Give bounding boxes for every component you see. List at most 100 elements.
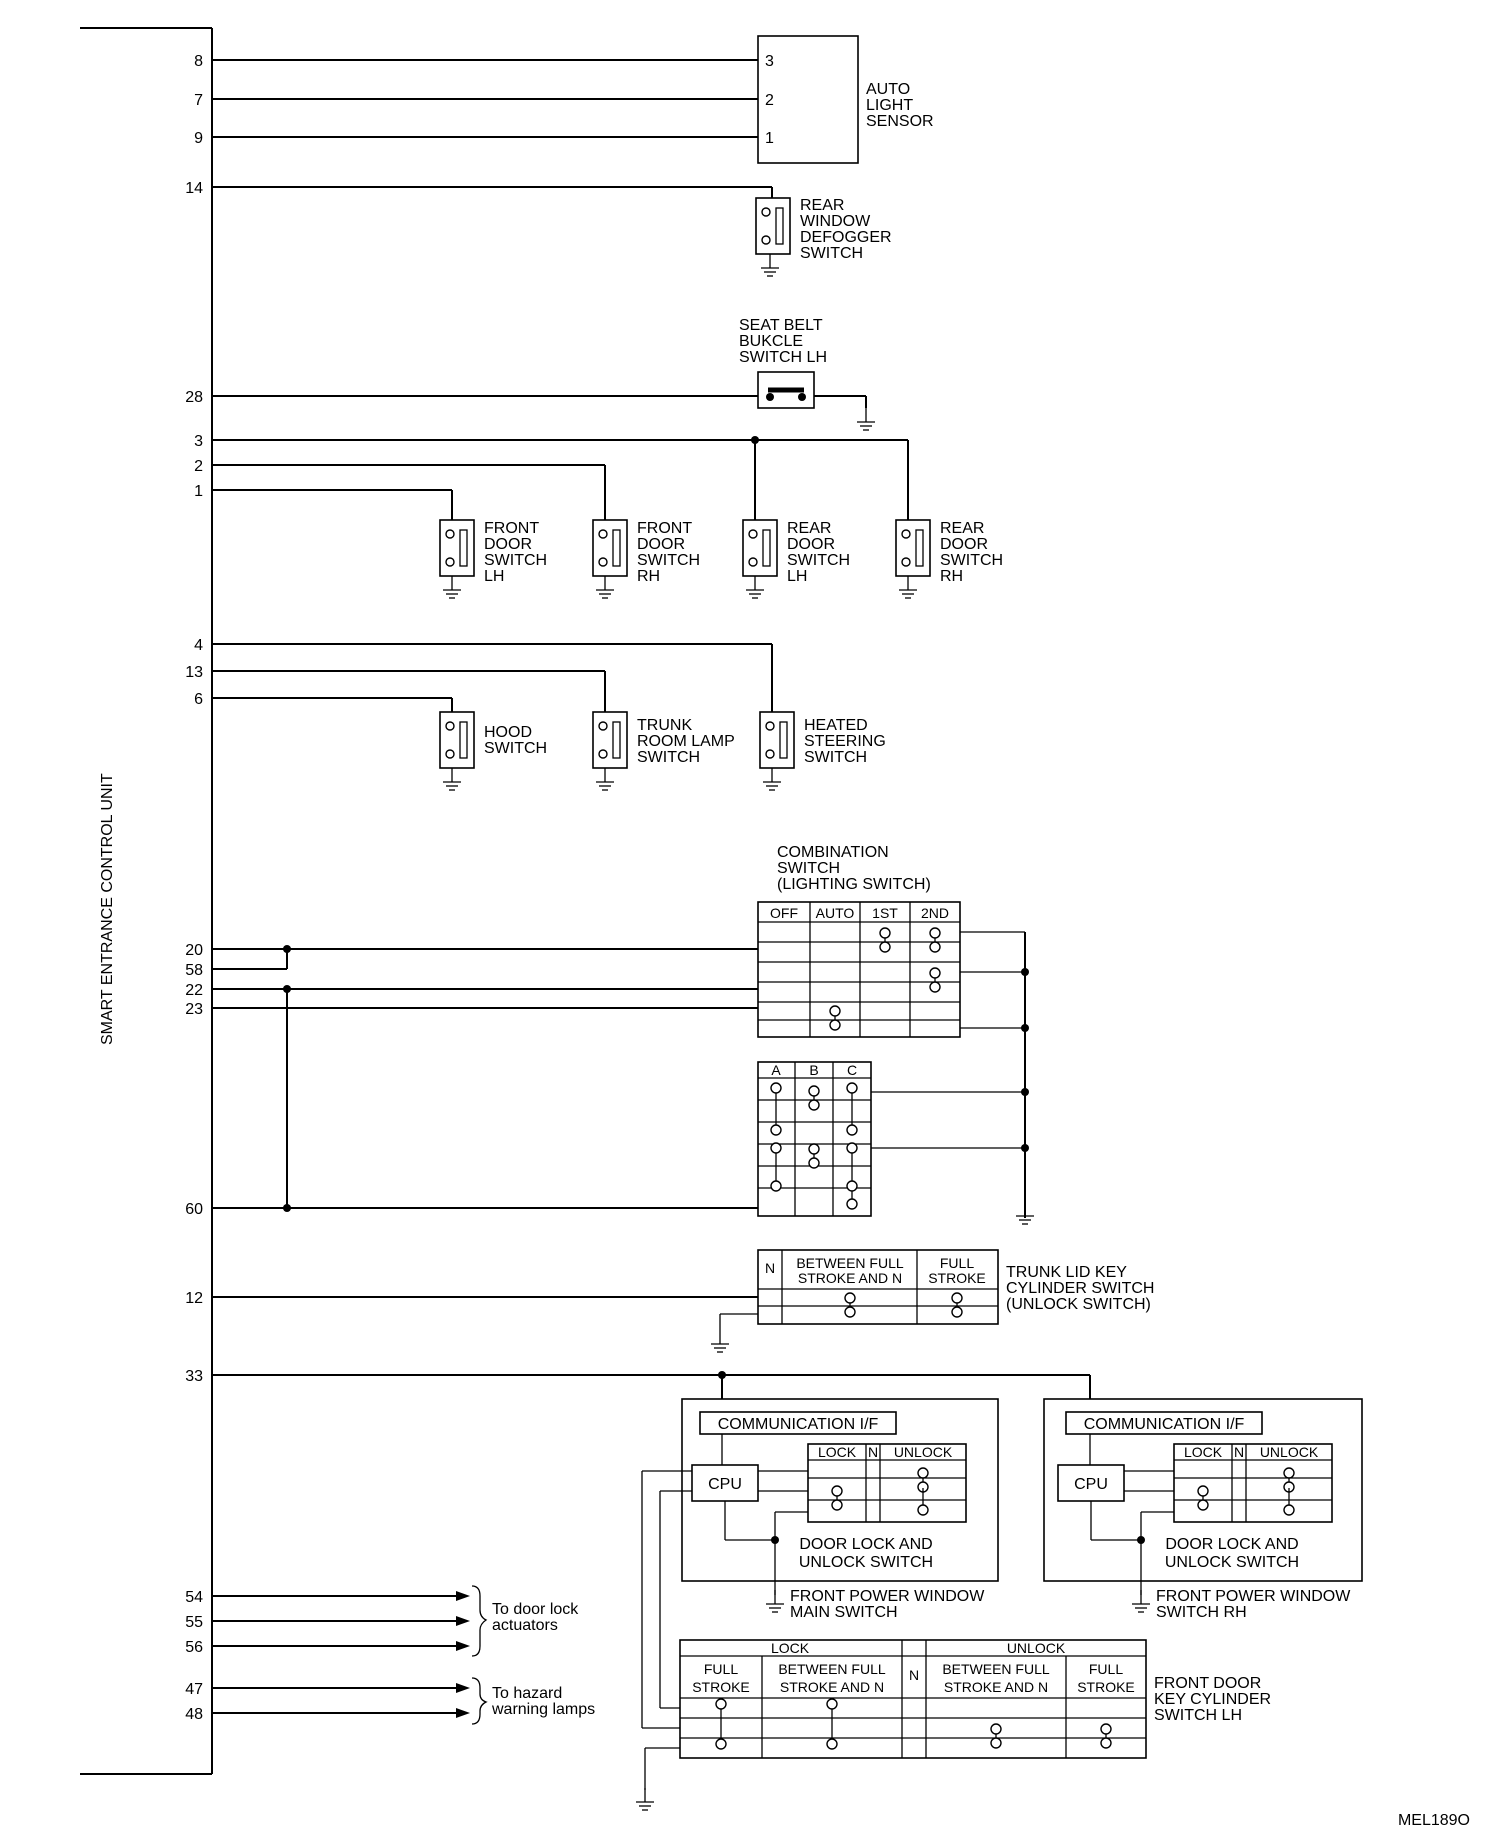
- svg-text:FRONT: FRONT: [484, 520, 539, 537]
- svg-text:STROKE AND N: STROKE AND N: [780, 1679, 884, 1695]
- pin-14: 14: [185, 180, 203, 197]
- svg-text:OFF: OFF: [770, 905, 798, 921]
- svg-text:FULL: FULL: [940, 1255, 974, 1271]
- svg-text:warning lamps: warning lamps: [491, 1701, 595, 1718]
- pin-33: 33: [185, 1368, 203, 1385]
- svg-text:BETWEEN FULL: BETWEEN FULL: [796, 1255, 904, 1271]
- trunk-key-cylinder-switch: N BETWEEN FULL STROKE AND N FULL STROKE …: [212, 1249, 1154, 1353]
- svg-text:DOOR LOCK AND: DOOR LOCK AND: [1165, 1536, 1298, 1553]
- svg-text:SWITCH: SWITCH: [800, 245, 863, 262]
- svg-text:LOCK: LOCK: [771, 1640, 810, 1656]
- svg-text:LIGHT: LIGHT: [866, 97, 913, 114]
- svg-text:UNLOCK SWITCH: UNLOCK SWITCH: [799, 1554, 933, 1571]
- pin-labels: 8 7 9 14 28 3 2 1 4 13 6 20 58 22 23 60 …: [185, 53, 203, 1723]
- svg-text:SWITCH LH: SWITCH LH: [739, 349, 827, 366]
- control-unit-title: SMART ENTRANCE CONTROL UNIT: [99, 773, 116, 1045]
- svg-text:STEERING: STEERING: [804, 733, 886, 750]
- svg-text:DOOR: DOOR: [787, 536, 835, 553]
- svg-text:2: 2: [765, 92, 774, 109]
- svg-text:HOOD: HOOD: [484, 724, 532, 741]
- pin-9: 9: [194, 130, 203, 147]
- svg-text:RH: RH: [637, 568, 660, 585]
- svg-text:FULL: FULL: [704, 1661, 738, 1677]
- svg-text:REAR: REAR: [800, 197, 844, 214]
- svg-text:DOOR: DOOR: [484, 536, 532, 553]
- pin-55: 55: [185, 1614, 203, 1631]
- pin-54: 54: [185, 1589, 203, 1606]
- svg-text:(UNLOCK SWITCH): (UNLOCK SWITCH): [1006, 1296, 1151, 1313]
- svg-text:UNLOCK: UNLOCK: [1260, 1444, 1319, 1460]
- svg-text:SWITCH LH: SWITCH LH: [1154, 1707, 1242, 1724]
- hazard-outputs: To hazard warning lamps: [212, 1677, 595, 1725]
- svg-text:MAIN SWITCH: MAIN SWITCH: [790, 1604, 898, 1621]
- svg-text:B: B: [809, 1062, 818, 1078]
- svg-text:ROOM LAMP: ROOM LAMP: [637, 733, 735, 750]
- svg-text:FRONT DOOR: FRONT DOOR: [1154, 1675, 1261, 1692]
- svg-text:REAR: REAR: [940, 520, 984, 537]
- pin-58: 58: [185, 962, 203, 979]
- pin-13: 13: [185, 664, 203, 681]
- svg-text:BUKCLE: BUKCLE: [739, 333, 803, 350]
- pin-1: 1: [194, 483, 203, 500]
- pin-56: 56: [185, 1639, 203, 1656]
- svg-text:SWITCH: SWITCH: [484, 552, 547, 569]
- svg-text:STROKE AND N: STROKE AND N: [798, 1270, 902, 1286]
- pin-7: 7: [194, 92, 203, 109]
- svg-text:AUTO: AUTO: [866, 81, 910, 98]
- svg-text:DEFOGGER: DEFOGGER: [800, 229, 892, 246]
- pin-2: 2: [194, 458, 203, 475]
- svg-text:FRONT POWER WINDOW: FRONT POWER WINDOW: [1156, 1588, 1351, 1605]
- svg-text:COMBINATION: COMBINATION: [777, 844, 889, 861]
- control-unit-frame: [80, 27, 213, 1775]
- svg-text:DOOR: DOOR: [940, 536, 988, 553]
- svg-text:A: A: [771, 1062, 781, 1078]
- svg-text:UNLOCK: UNLOCK: [1007, 1640, 1066, 1656]
- svg-text:SWITCH RH: SWITCH RH: [1156, 1604, 1247, 1621]
- door-switches: FRONT DOOR SWITCH LH FRONT DOOR SWITCH R…: [212, 436, 1003, 599]
- pin-60: 60: [185, 1201, 203, 1218]
- svg-text:SENSOR: SENSOR: [866, 113, 934, 130]
- front-door-key-cylinder-switch: LOCK UNLOCK N FULL STROKE BETWEEN FULL S…: [635, 1470, 1271, 1811]
- svg-text:SWITCH: SWITCH: [484, 740, 547, 757]
- svg-text:CPU: CPU: [1074, 1476, 1108, 1493]
- pin-6: 6: [194, 691, 203, 708]
- svg-text:CYLINDER SWITCH: CYLINDER SWITCH: [1006, 1280, 1154, 1297]
- svg-text:FRONT POWER WINDOW: FRONT POWER WINDOW: [790, 1588, 985, 1605]
- svg-text:TRUNK: TRUNK: [637, 717, 692, 734]
- svg-text:LOCK: LOCK: [1184, 1444, 1223, 1460]
- svg-text:STROKE: STROKE: [1077, 1679, 1135, 1695]
- svg-text:COMMUNICATION I/F: COMMUNICATION I/F: [1084, 1416, 1245, 1433]
- svg-text:To door lock: To door lock: [492, 1601, 579, 1618]
- pin-47: 47: [185, 1681, 203, 1698]
- pin-22: 22: [185, 982, 203, 999]
- svg-text:To hazard: To hazard: [492, 1685, 562, 1702]
- svg-text:2ND: 2ND: [921, 905, 949, 921]
- svg-text:DOOR LOCK AND: DOOR LOCK AND: [799, 1536, 932, 1553]
- pin-3: 3: [194, 433, 203, 450]
- svg-text:HEATED: HEATED: [804, 717, 868, 734]
- svg-text:REAR: REAR: [787, 520, 831, 537]
- figure-id: MEL189O: [1398, 1812, 1470, 1829]
- svg-text:TRUNK LID KEY: TRUNK LID KEY: [1006, 1264, 1127, 1281]
- defogger-switch: REAR WINDOW DEFOGGER SWITCH: [212, 186, 892, 277]
- svg-text:WINDOW: WINDOW: [800, 213, 871, 230]
- svg-text:STROKE: STROKE: [692, 1679, 750, 1695]
- svg-text:N: N: [765, 1260, 775, 1276]
- svg-text:1ST: 1ST: [872, 905, 898, 921]
- door-lock-outputs: To door lock actuators: [212, 1585, 579, 1657]
- pin-23: 23: [185, 1001, 203, 1018]
- svg-text:3: 3: [765, 53, 774, 70]
- svg-text:FRONT: FRONT: [637, 520, 692, 537]
- pin-28: 28: [185, 389, 203, 406]
- seatbelt-switch: SEAT BELT BUKCLE SWITCH LH: [212, 317, 876, 431]
- svg-text:LH: LH: [484, 568, 504, 585]
- pin-12: 12: [185, 1290, 203, 1307]
- svg-text:(LIGHTING SWITCH): (LIGHTING SWITCH): [777, 876, 931, 893]
- svg-text:UNLOCK SWITCH: UNLOCK SWITCH: [1165, 1554, 1299, 1571]
- pin-4: 4: [194, 637, 203, 654]
- svg-text:SWITCH: SWITCH: [637, 552, 700, 569]
- svg-text:N: N: [1234, 1444, 1244, 1460]
- pin-48: 48: [185, 1706, 203, 1723]
- svg-text:BETWEEN FULL: BETWEEN FULL: [942, 1661, 1050, 1677]
- auto-light-sensor: 3 2 1 AUTO LIGHT SENSOR: [212, 35, 934, 164]
